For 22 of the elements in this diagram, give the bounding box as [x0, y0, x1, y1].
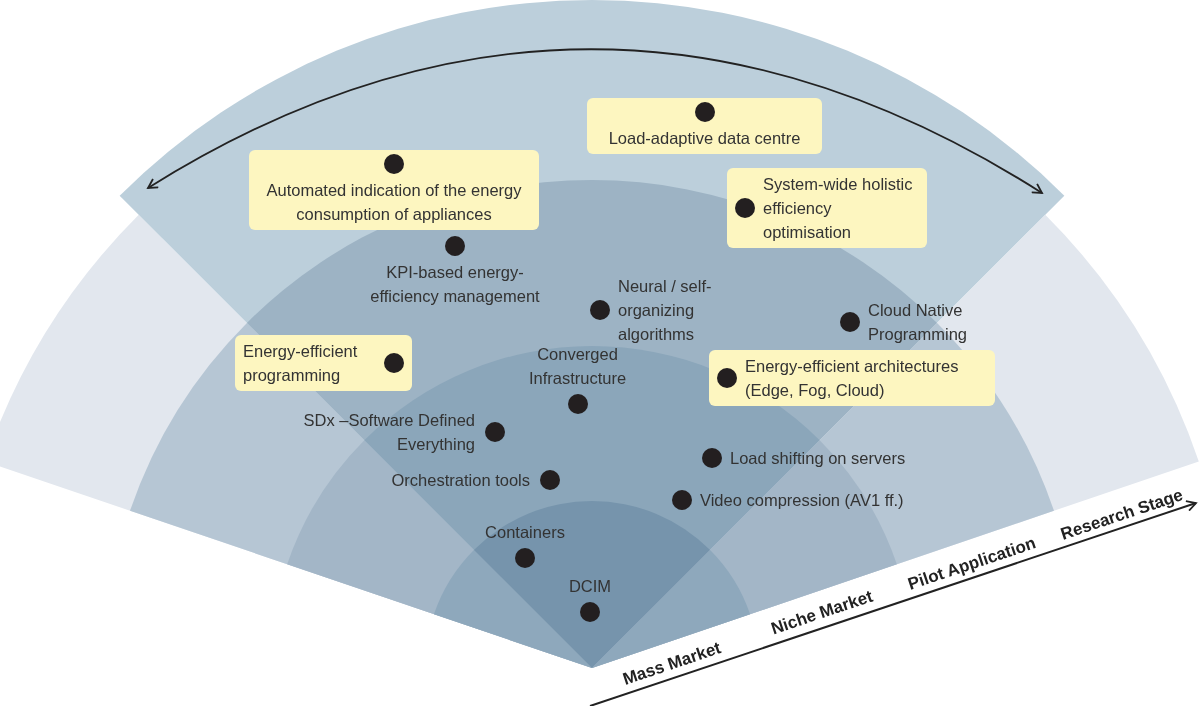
item-label: Energy-efficient programming — [243, 341, 359, 386]
item-label: Automated indication of the energy consumption of appliances — [265, 180, 523, 225]
stage-label: Niche Market — [768, 586, 876, 640]
highlight-box — [727, 168, 927, 248]
item-label: Converged Infrastructure — [527, 344, 628, 389]
item-label: Video compression (AV1 ff.) — [700, 490, 904, 511]
item-label: Cloud Native Programming — [868, 300, 969, 345]
highlight-box — [709, 350, 995, 406]
highlight-box — [587, 98, 822, 154]
item-label: DCIM — [568, 576, 612, 597]
item-label: Orchestration tools — [391, 470, 530, 491]
item-label: Load shifting on servers — [730, 448, 906, 469]
item-label: Load-adaptive data centre — [608, 128, 801, 149]
item-label: Neural / self-organizing algorithms — [618, 276, 713, 345]
highlight-box — [249, 150, 539, 230]
stage-label: Mass Market — [620, 638, 724, 690]
item-label: Energy-efficient architectures (Edge, Fog, Cloud) — [745, 356, 960, 401]
highlight-box — [235, 335, 412, 391]
item-label: System-wide holistic efficiency optimisation — [763, 174, 914, 243]
item-label: SDx –Software Defined Everything — [302, 410, 475, 455]
item-label: Containers — [485, 522, 565, 543]
item-label: KPI-based energy-efficiency management — [369, 262, 541, 307]
